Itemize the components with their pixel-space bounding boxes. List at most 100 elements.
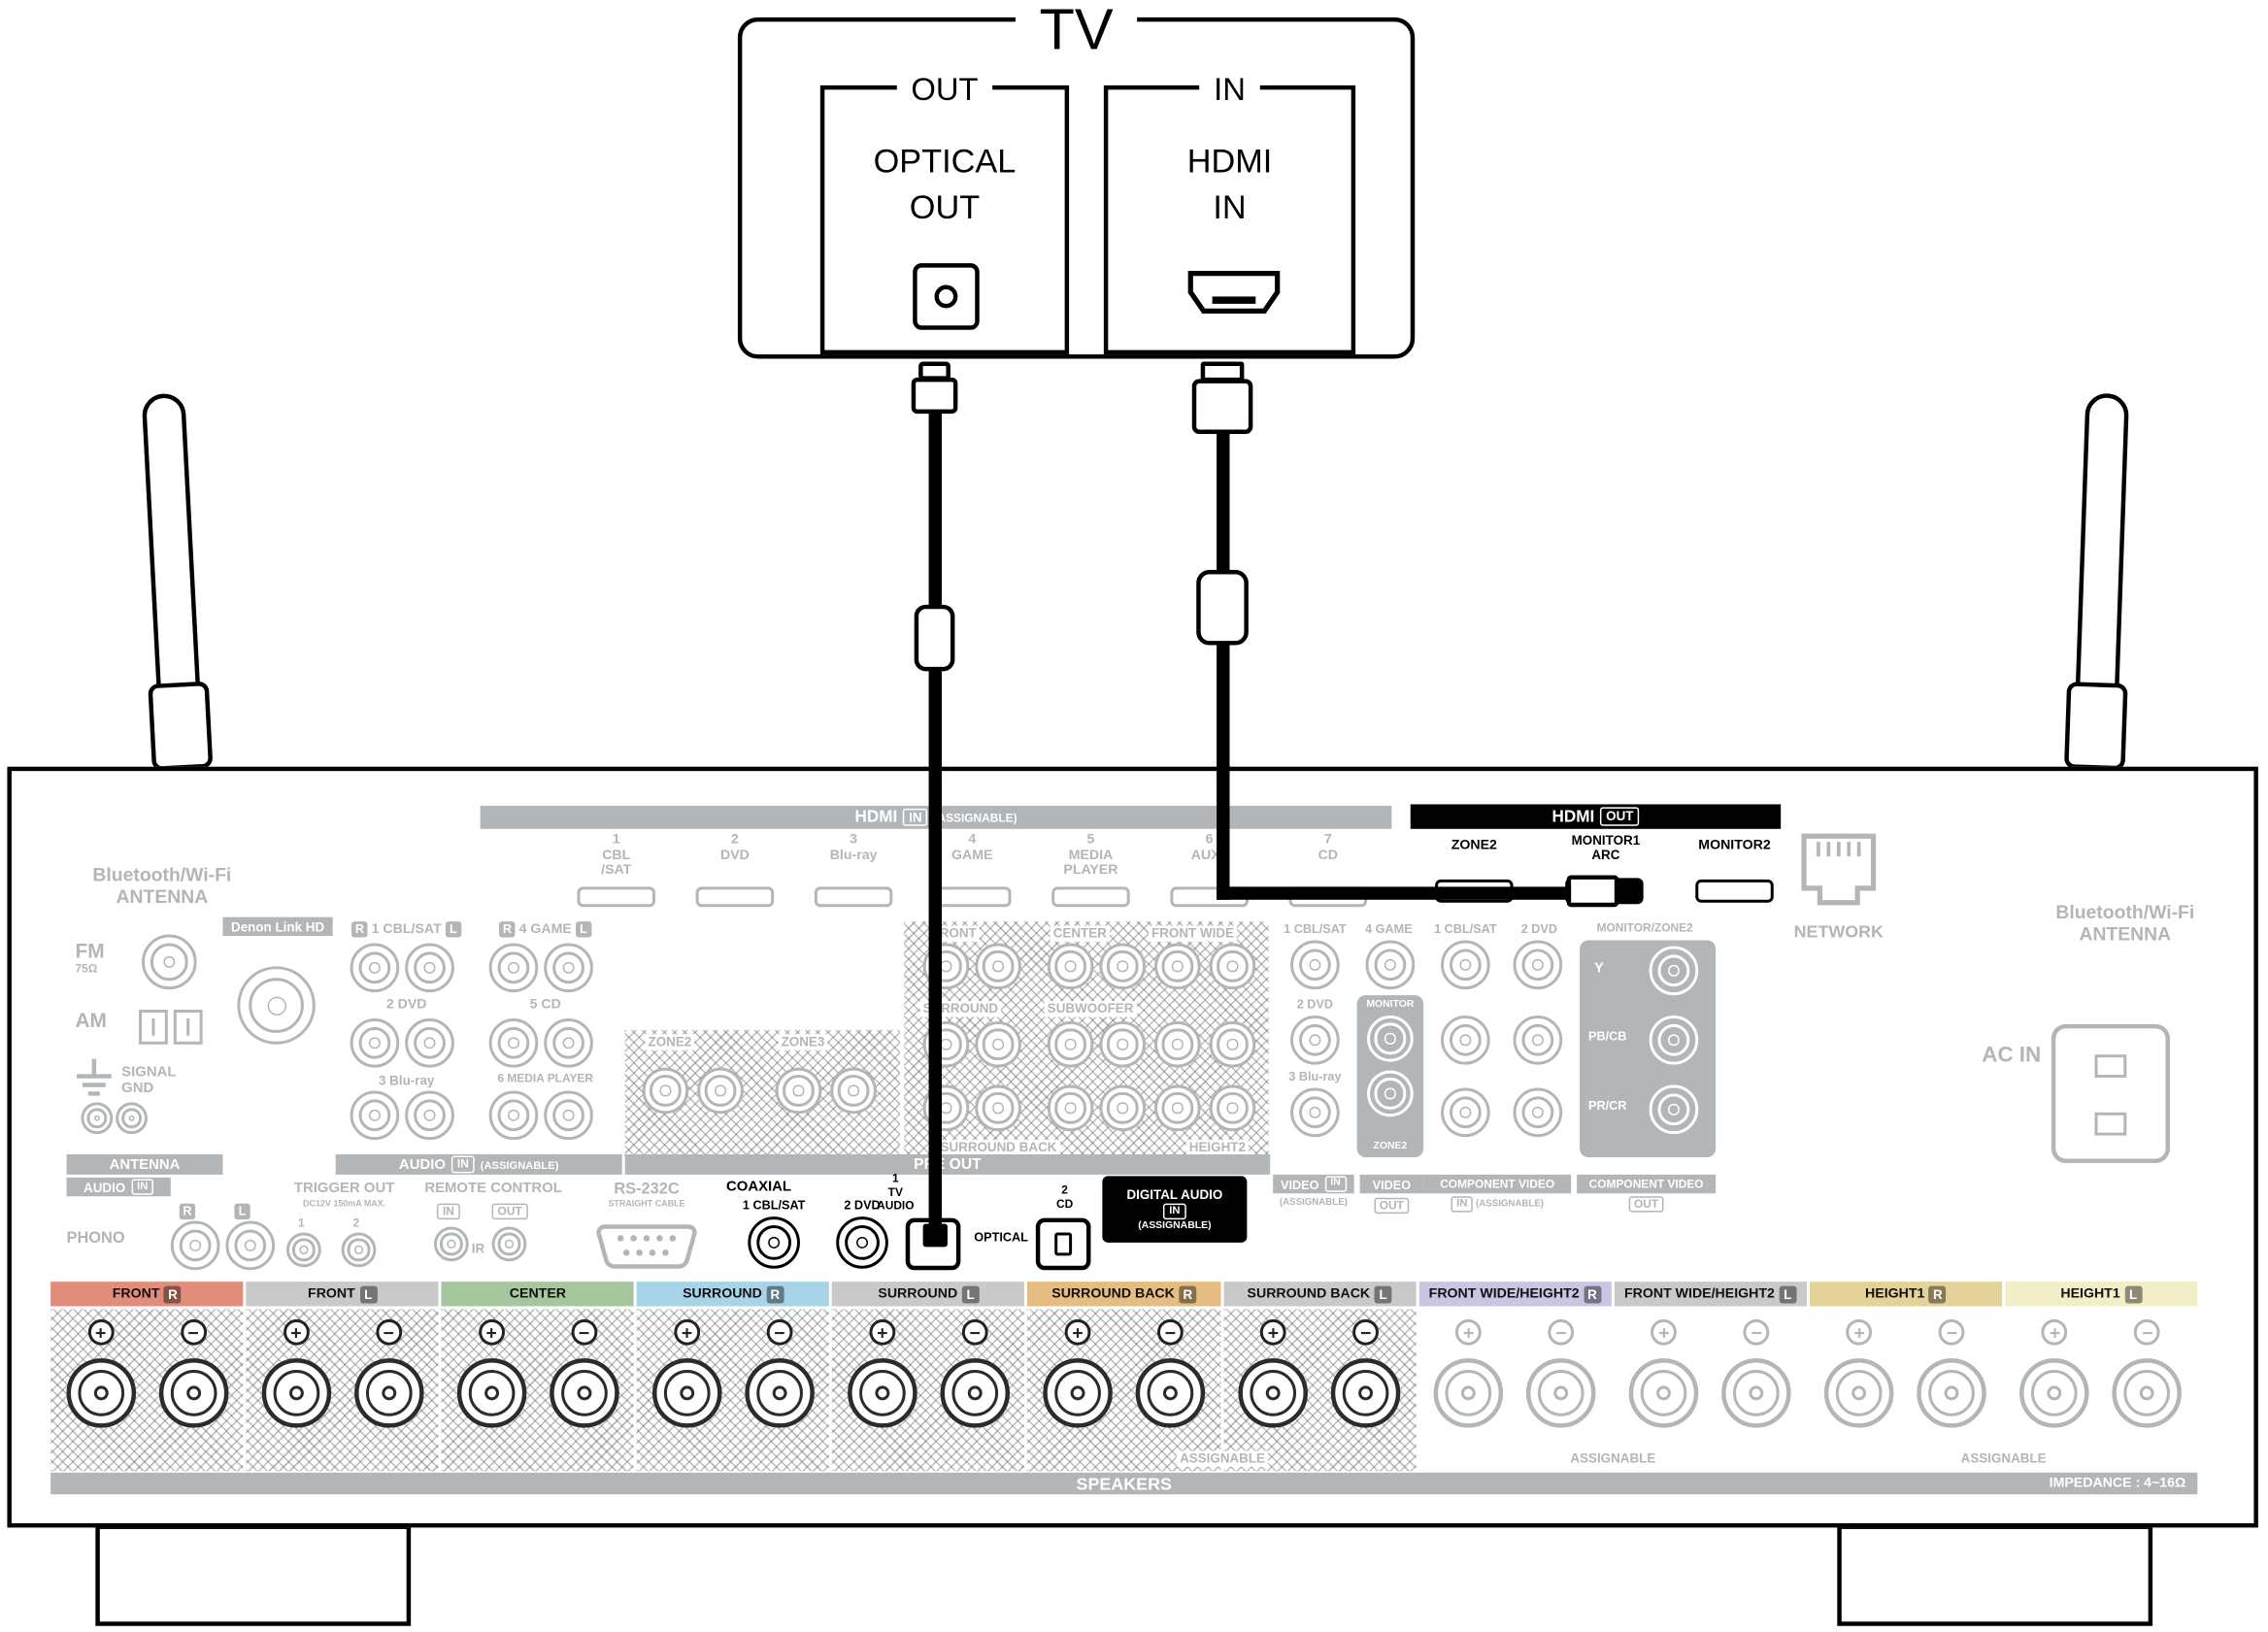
minus-icon: − bbox=[1548, 1318, 1575, 1346]
tv-optical-out-section: OUT OPTICAL OUT bbox=[819, 71, 1070, 355]
audio-in-bar-note: (ASSIGNABLE) bbox=[480, 1157, 559, 1172]
speaker-group-label: FRONT WIDE/HEIGHT2 L bbox=[1614, 1282, 1807, 1307]
rca-jack-icon bbox=[1047, 943, 1094, 990]
wifi-antenna-left bbox=[114, 391, 236, 801]
binding-post-icon bbox=[261, 1358, 331, 1428]
binding-post-icon bbox=[1433, 1358, 1504, 1428]
am-terminal-icon bbox=[139, 1010, 168, 1045]
antenna-base-icon bbox=[148, 681, 214, 772]
video-cblsat-label: 1 CBL/SAT bbox=[1284, 921, 1347, 937]
minijack-icon bbox=[434, 1226, 469, 1262]
minus-icon: − bbox=[766, 1318, 793, 1346]
component-cblsat-label: 1 CBL/SAT bbox=[1434, 921, 1497, 937]
component-out-bar: COMPONENT VIDEO bbox=[1577, 1174, 1717, 1194]
tv-hdmi-label2: IN bbox=[1213, 187, 1247, 226]
tv-optical-label2: OUT bbox=[909, 187, 981, 226]
minijack-icon bbox=[341, 1232, 377, 1268]
rca-jack-icon bbox=[1367, 1015, 1414, 1062]
rca-jack-icon bbox=[1047, 1020, 1094, 1068]
component-pb-label: PB/CB bbox=[1588, 1028, 1627, 1044]
binding-post-icon bbox=[549, 1358, 619, 1428]
speaker-group-label: FRONT R bbox=[50, 1282, 244, 1307]
phono-l-badge-wrap: L bbox=[234, 1203, 250, 1220]
plus-icon: + bbox=[1846, 1318, 1873, 1346]
component-in-badge: IN bbox=[1451, 1196, 1474, 1213]
rca-jack-icon bbox=[225, 1220, 276, 1271]
audio-in-bar-title: AUDIO bbox=[398, 1156, 446, 1173]
speaker-group-name: FRONT bbox=[308, 1285, 355, 1302]
rca-jack-icon bbox=[1047, 1084, 1094, 1132]
bt-antenna-label-right: Bluetooth/Wi-Fi ANTENNA bbox=[2055, 901, 2195, 945]
hdmi-in-title: HDMI bbox=[854, 808, 898, 826]
rca-jack-icon bbox=[1099, 1020, 1147, 1068]
rca-jack-icon bbox=[642, 1067, 689, 1115]
plus-icon: + bbox=[478, 1318, 505, 1346]
speaker-terminal-group: + − bbox=[832, 1309, 1025, 1472]
rca-jack-icon bbox=[1649, 1084, 1699, 1135]
speaker-group-label: SURROUND R bbox=[637, 1282, 830, 1307]
optical-connector-icon bbox=[913, 263, 980, 330]
plus-icon: + bbox=[1064, 1318, 1091, 1346]
hdmi-in-port-label: 2 DVD bbox=[719, 831, 750, 863]
receiver-foot-right bbox=[1837, 1524, 2153, 1626]
audio-in-cd-label: 5 CD bbox=[529, 996, 561, 1013]
preout-subwoofer-label: SUBWOOFER bbox=[1044, 1001, 1137, 1017]
rca-jack-icon bbox=[1290, 1015, 1340, 1065]
assignable-note-height1: ASSIGNABLE bbox=[1957, 1450, 2050, 1467]
binding-post-icon bbox=[940, 1358, 1010, 1428]
binding-posts-row bbox=[1614, 1358, 1806, 1428]
rca-jack-icon bbox=[775, 1067, 822, 1115]
rca-jack-icon bbox=[544, 943, 593, 993]
hdmi-cable-joint-icon bbox=[1196, 570, 1249, 646]
component-in-bar: COMPONENT VIDEO bbox=[1423, 1174, 1572, 1194]
hdmi-port-icon bbox=[1695, 879, 1774, 903]
receiver-foot-left bbox=[95, 1524, 412, 1626]
rca-jack-icon bbox=[1099, 1084, 1147, 1132]
binding-post-icon bbox=[2113, 1358, 2183, 1428]
digital-audio-header: DIGITAL AUDIO IN (ASSIGNABLE) bbox=[1102, 1176, 1248, 1243]
audio-in-header2: R 4 GAME L bbox=[478, 921, 614, 938]
speaker-terminal-group: + − bbox=[1418, 1309, 1611, 1471]
speaker-group-name: SURROUND BACK bbox=[1051, 1285, 1175, 1302]
speaker-side-badge: R bbox=[1584, 1284, 1601, 1303]
digital-audio-badge: IN bbox=[1163, 1203, 1186, 1219]
r-badge: R bbox=[499, 921, 516, 938]
antenna-rod-icon bbox=[141, 392, 201, 691]
audio-in-mediaplayer-label: 6 MEDIA PLAYER bbox=[497, 1072, 593, 1085]
tv-title: TV bbox=[742, 0, 1410, 64]
rca-jack-icon bbox=[1290, 1087, 1340, 1138]
binding-posts-row bbox=[1223, 1358, 1416, 1428]
rca-jack-icon bbox=[1513, 940, 1563, 990]
rca-jack-icon bbox=[1099, 943, 1147, 990]
binding-posts-row bbox=[1810, 1358, 2002, 1428]
minus-icon: − bbox=[2134, 1318, 2161, 1346]
polarity-row: + − bbox=[1614, 1309, 1806, 1346]
rca-jack-icon bbox=[1441, 940, 1490, 990]
ac-in-label: AC IN bbox=[1982, 1043, 2042, 1068]
speaker-side-badge: R bbox=[1928, 1284, 1947, 1303]
phono-audio-bar: AUDIO IN bbox=[66, 1177, 171, 1197]
polarity-row: + − bbox=[1028, 1309, 1220, 1346]
speaker-group-name: SURROUND BACK bbox=[1247, 1285, 1371, 1302]
phono-bar-badge: IN bbox=[131, 1179, 154, 1195]
binding-posts-row bbox=[1418, 1358, 1611, 1428]
antenna-section-bar: ANTENNA bbox=[66, 1154, 223, 1175]
video-bluray-label: 3 Blu-ray bbox=[1288, 1069, 1342, 1084]
preout-section-bar: PRE OUT bbox=[624, 1154, 1271, 1175]
binding-post-icon bbox=[2019, 1358, 2090, 1428]
plus-icon: + bbox=[87, 1318, 115, 1346]
rca-jack-icon bbox=[1154, 943, 1201, 990]
rca-jack-icon bbox=[1513, 1015, 1563, 1065]
binding-post-icon bbox=[1629, 1358, 1699, 1428]
l-badge: L bbox=[575, 921, 592, 938]
tv-in-group-label: IN bbox=[1108, 71, 1351, 109]
speaker-side-badge: R bbox=[766, 1284, 784, 1303]
hdmi-port-icon bbox=[814, 886, 893, 908]
speaker-group-name: CENTER bbox=[509, 1285, 566, 1302]
plus-icon: + bbox=[1455, 1318, 1483, 1346]
video-out-badge: OUT bbox=[1373, 1197, 1410, 1215]
speaker-group-name: SURROUND bbox=[683, 1285, 762, 1302]
phono-label: PHONO bbox=[66, 1229, 125, 1248]
speaker-group-label: FRONT WIDE/HEIGHT2 R bbox=[1418, 1282, 1612, 1307]
trigger-1-label: 1 bbox=[297, 1216, 305, 1230]
